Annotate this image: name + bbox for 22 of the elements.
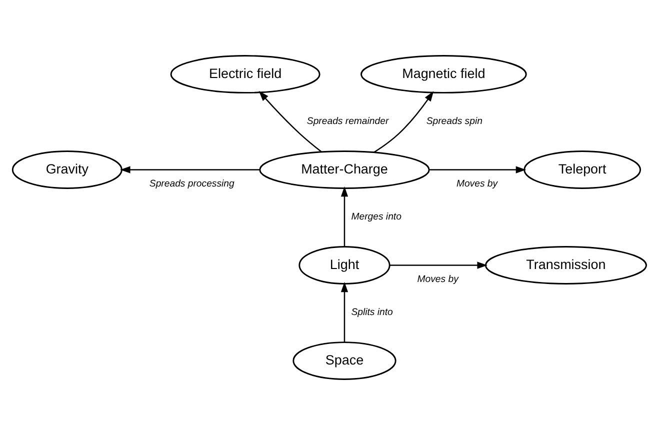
node-ellipse: Transmission	[484, 246, 647, 284]
node-ellipse: Matter-Charge	[259, 150, 430, 189]
arrow	[429, 166, 526, 174]
edge-label: Merges into	[351, 211, 402, 222]
node-ellipse: Light	[298, 246, 390, 284]
edge-label: Splits into	[351, 306, 393, 318]
arrow	[120, 166, 260, 174]
arrow	[390, 262, 488, 269]
arrow	[258, 90, 322, 152]
node-ellipse: Magnetic field	[360, 55, 527, 94]
arrow	[373, 91, 434, 153]
edge-label: Spreads spin	[426, 116, 482, 127]
arrow	[340, 282, 348, 342]
node-ellipse: Electric field	[170, 55, 320, 94]
arrow	[340, 186, 348, 247]
node-ellipse: Teleport	[524, 150, 642, 189]
edge-label: Moves by	[417, 274, 458, 286]
node-ellipse: Gravity	[12, 150, 122, 189]
edge-label: Spreads processing	[149, 178, 234, 190]
edge-label: Moves by	[456, 178, 498, 190]
node-ellipse: Space	[292, 342, 396, 380]
edge-label: Spreads remainder	[306, 116, 389, 127]
